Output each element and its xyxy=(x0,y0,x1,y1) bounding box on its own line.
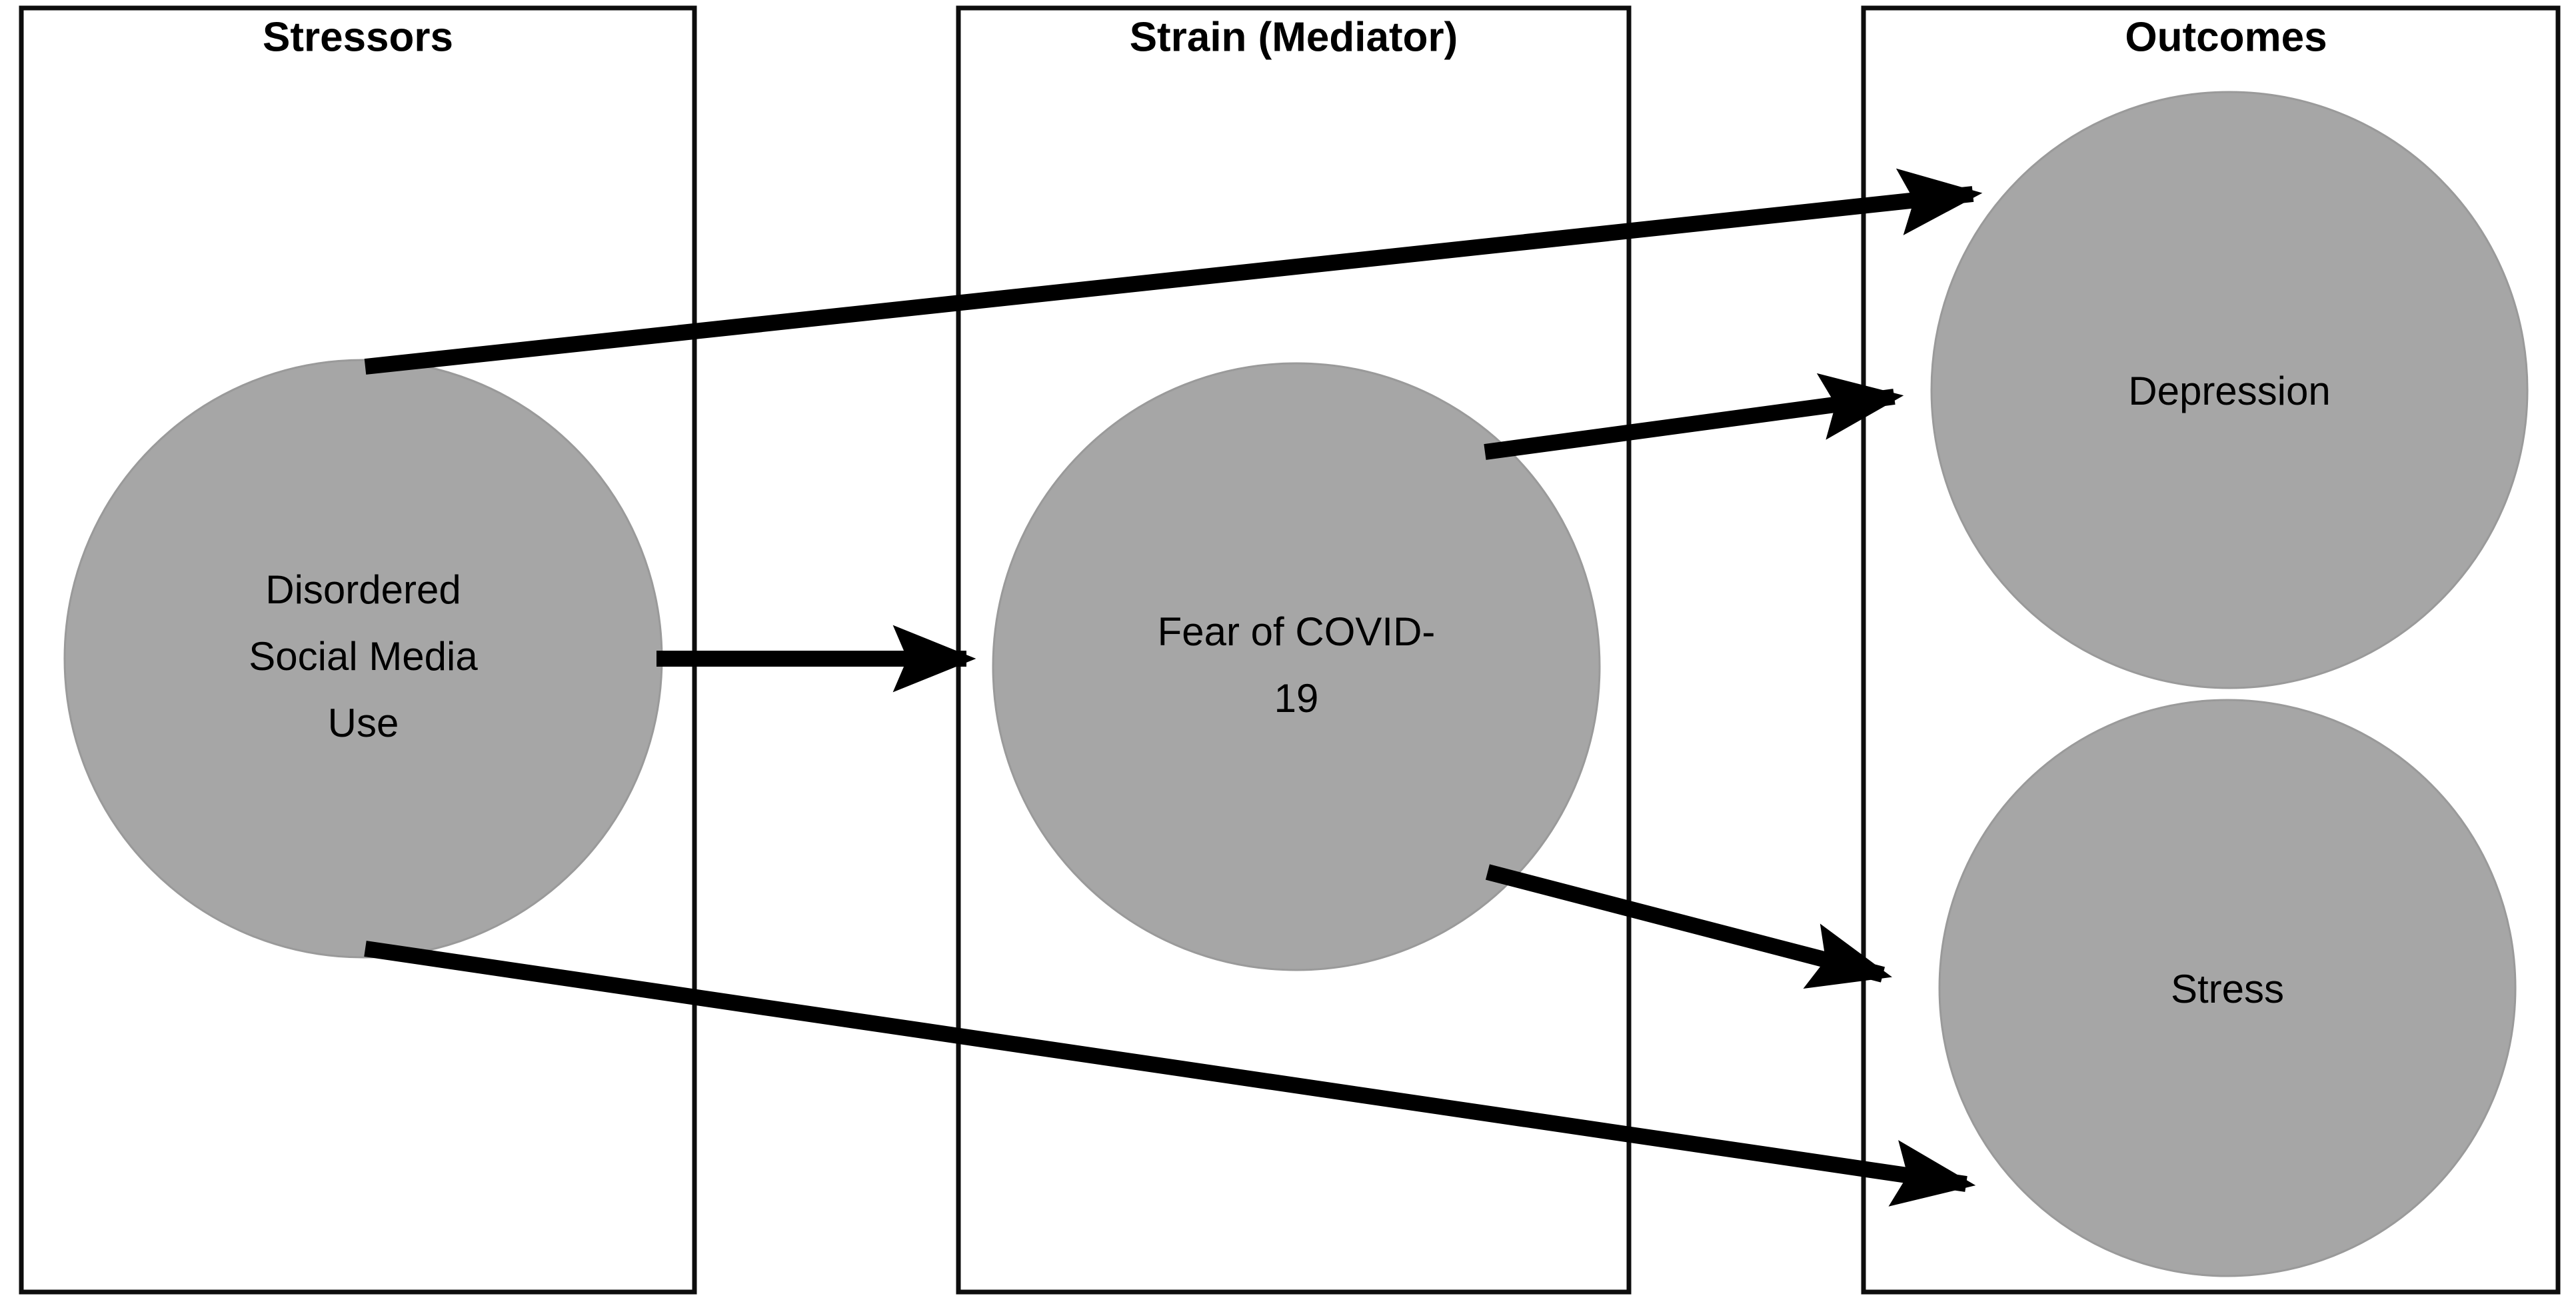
node-dsmu-label-group: Disordered Social Media Use xyxy=(249,567,478,745)
node-depression-label: Depression xyxy=(2128,369,2331,413)
node-stress-label-group: Stress xyxy=(2171,967,2284,1011)
node-fear-label-group: Fear of COVID- 19 xyxy=(1158,609,1436,721)
panel-stressors-title: Stressors xyxy=(263,14,453,60)
node-stress-circle[interactable] xyxy=(1938,699,2517,1277)
edge-fear-to-depression[interactable] xyxy=(1484,373,1904,460)
edge-fear-to-stress[interactable] xyxy=(1485,864,1892,989)
edge-dsmu-to-depression[interactable] xyxy=(364,168,1983,375)
node-fear-label-line-2: 19 xyxy=(1274,676,1319,721)
node-fear[interactable] xyxy=(992,362,1601,971)
edge-dsmu-to-stress-line[interactable] xyxy=(364,941,1976,1207)
panel-outcomes-title: Outcomes xyxy=(2125,14,2327,60)
node-fear-label-line-1: Fear of COVID- xyxy=(1158,609,1436,654)
node-fear-circle[interactable] xyxy=(992,362,1601,971)
edge-fear-to-stress-line[interactable] xyxy=(1485,864,1892,989)
panel-strain-title: Strain (Mediator) xyxy=(1130,14,1458,60)
node-dsmu-label-line-2: Social Media xyxy=(249,634,478,679)
edge-dsmu-to-stress[interactable] xyxy=(364,941,1976,1207)
node-depression-circle[interactable] xyxy=(1930,91,2529,689)
node-stress-label: Stress xyxy=(2171,967,2284,1011)
node-depression[interactable] xyxy=(1930,91,2529,689)
node-stress[interactable] xyxy=(1938,699,2517,1277)
edge-dsmu-to-depression-line[interactable] xyxy=(364,168,1983,375)
edge-fear-to-depression-line[interactable] xyxy=(1484,373,1904,460)
node-depression-label-group: Depression xyxy=(2128,369,2331,413)
node-dsmu-label-line-3: Use xyxy=(328,701,399,745)
node-dsmu-label-line-1: Disordered xyxy=(265,567,461,612)
